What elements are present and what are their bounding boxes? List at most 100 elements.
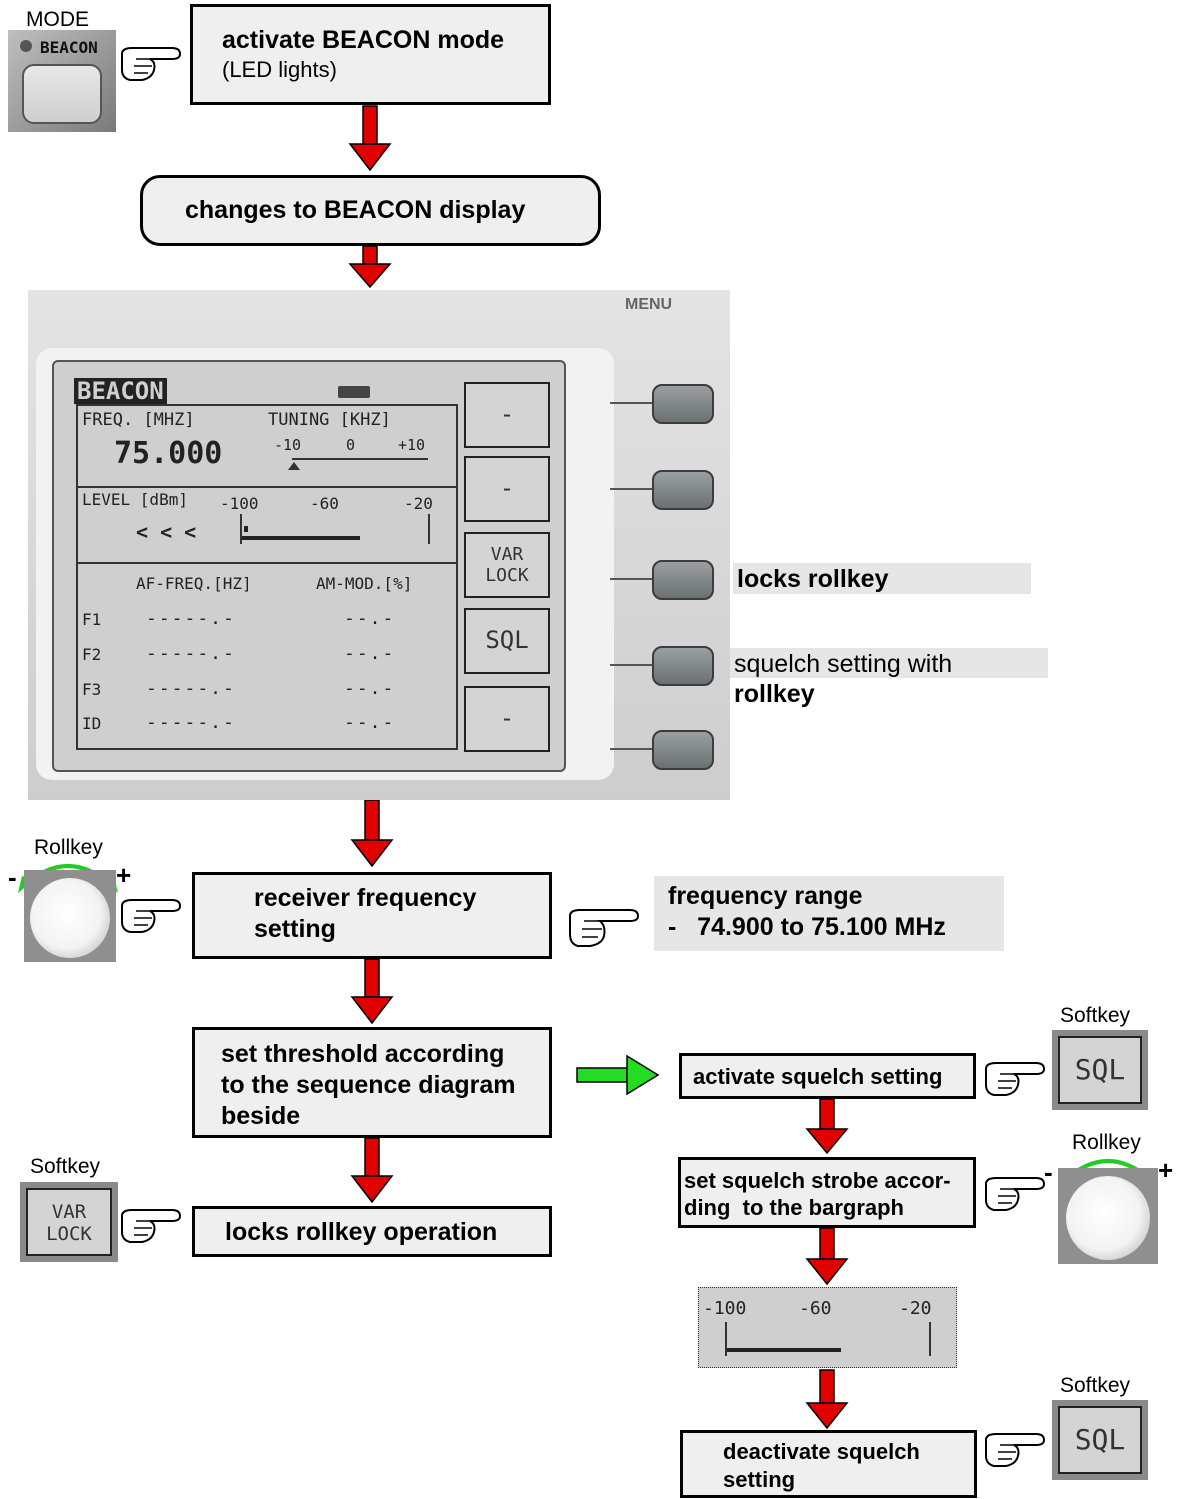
rollkey-label: Rollkey [34,836,103,859]
lcd-row-name: ID [82,714,102,733]
bargraph-tick: -100 [703,1298,747,1319]
tuning-scale [292,458,428,460]
led-icon [20,40,32,52]
lcd-softkey-label: VAR LOCK [464,532,550,598]
lcd-freq-label: FREQ. [MHZ] [82,410,195,430]
mode-key-text: BEACON [40,38,98,57]
softkey-label: Softkey [1060,1004,1131,1027]
bargraph-image: -100 -60 -20 [698,1287,957,1368]
lcd-level-tick: -20 [404,494,433,513]
bargraph-tick: -60 [799,1298,832,1319]
lcd-freq-value: 75.000 [114,436,223,471]
bargraph-left-bound [725,1322,727,1356]
rollkey-knob-face [30,878,110,958]
rollkey-knob[interactable] [1058,1168,1158,1264]
step-threshold-line2: to the sequence diagram [221,1071,516,1099]
lcd-divider [76,486,458,488]
arrow-down-4 [350,958,394,1025]
lcd-divider [76,562,458,564]
lcd-col-am: AM-MOD.[%] [316,574,413,593]
rollkey-knob-face [1066,1176,1150,1260]
rollkey-plus: + [1158,1155,1174,1185]
step-deact-line2: setting [723,1467,796,1492]
lcd-level-tick: -100 [220,494,259,513]
lcd-tuning-label: TUNING [KHZ] [268,410,391,430]
softkey-5-button[interactable] [652,730,714,770]
softkey-var-text: VAR [51,1201,87,1223]
softkey-var-lock-button[interactable] [652,560,714,600]
softkey-connector [610,578,652,580]
pointing-hand-icon [121,47,182,81]
lcd-softkey-label: SQL [464,608,550,674]
step-set-threshold: set threshold according to the sequence … [192,1027,552,1138]
note-range-line2: - 74.900 to 75.100 MHz [668,913,946,941]
arrow-down-8 [805,1369,849,1430]
softkey-2-button[interactable] [652,470,714,510]
lcd-row-am: --.- [344,643,396,664]
arrow-down-1 [348,105,392,172]
softkey-label: Softkey [30,1155,101,1178]
lcd-screen: BEACON FREQ. [MHZ] 75.000 TUNING [KHZ] -… [52,360,566,772]
lcd-tuning-tick: -10 [274,436,302,454]
arrow-down-5 [350,1137,394,1204]
softkey-sql-icon[interactable]: SQL [1052,1400,1148,1480]
pointing-hand-icon [121,899,182,933]
step-deactivate-squelch: deactivate squelch setting [680,1430,977,1498]
step-locks-text: locks rollkey operation [225,1218,498,1246]
lcd-tuning-tick: +10 [398,436,426,454]
arrow-down-7 [805,1227,849,1286]
arrow-down-3 [350,799,394,868]
pointing-hand-icon [985,1062,1046,1096]
rollkey-minus: - [8,862,17,892]
softkey-connector [610,402,652,404]
softkey-1-button[interactable] [652,384,714,424]
rollkey-knob[interactable] [24,870,116,962]
softkey-sql-face: SQL [1058,1036,1142,1104]
step-strobe-line2: ding to the bargraph [684,1195,904,1220]
level-bar [242,536,360,540]
level-marker [244,526,248,532]
step-receiver-line1: receiver frequency [254,884,477,912]
lcd-row-am: --.- [344,678,396,699]
pointing-hand-icon [569,909,640,947]
step-act-sql-text: activate squelch setting [693,1064,943,1089]
pointing-hand-icon [985,1177,1046,1211]
lcd-row-name: F2 [82,645,102,664]
lcd-row-af: -----.- [146,643,236,664]
rollkey-plus: + [116,860,132,890]
softkey-connector [610,488,652,490]
step-changes-display: changes to BEACON display [140,175,601,246]
step-threshold-line3: beside [221,1102,301,1130]
mode-beacon-key[interactable]: BEACON [8,30,116,132]
step-receiver-line2: setting [254,915,336,943]
arrow-down-6 [805,1098,849,1155]
note-squelch: squelch setting with [730,648,1048,678]
tuning-pointer-icon [288,462,300,470]
lcd-row-am: --.- [344,608,396,629]
step-changes-text: changes to BEACON display [185,196,526,224]
softkey-sql-face: SQL [1058,1406,1142,1474]
lcd-level-arrows: < < < [136,520,197,544]
arrow-right-green [576,1054,660,1096]
step-deact-line1: deactivate squelch [723,1439,920,1464]
softkey-sql-icon[interactable]: SQL [1052,1030,1148,1110]
softkey-connector [610,748,652,750]
arrow-down-2 [348,245,392,289]
note-squelch-line1: squelch setting with [734,650,953,678]
note-squelch-line2: rollkey [734,680,815,708]
screen-bezel: BEACON FREQ. [MHZ] 75.000 TUNING [KHZ] -… [36,348,614,780]
bargraph-tick: -20 [899,1298,932,1319]
softkey-connector [610,664,652,666]
note-range-line1: frequency range [668,882,863,910]
lcd-row-af: -----.- [146,608,236,629]
softkey-label: Softkey [1060,1374,1131,1397]
softkey-var-lock-icon[interactable]: VAR LOCK [20,1182,118,1262]
level-right-bound [428,514,430,544]
step-activate-beacon: activate BEACON mode (LED lights) [190,4,551,105]
bargraph-bar [727,1348,841,1352]
softkey-sql-button[interactable] [652,646,714,686]
step-activate-sub: (LED lights) [222,57,337,82]
lcd-tuning-tick: 0 [346,436,356,454]
